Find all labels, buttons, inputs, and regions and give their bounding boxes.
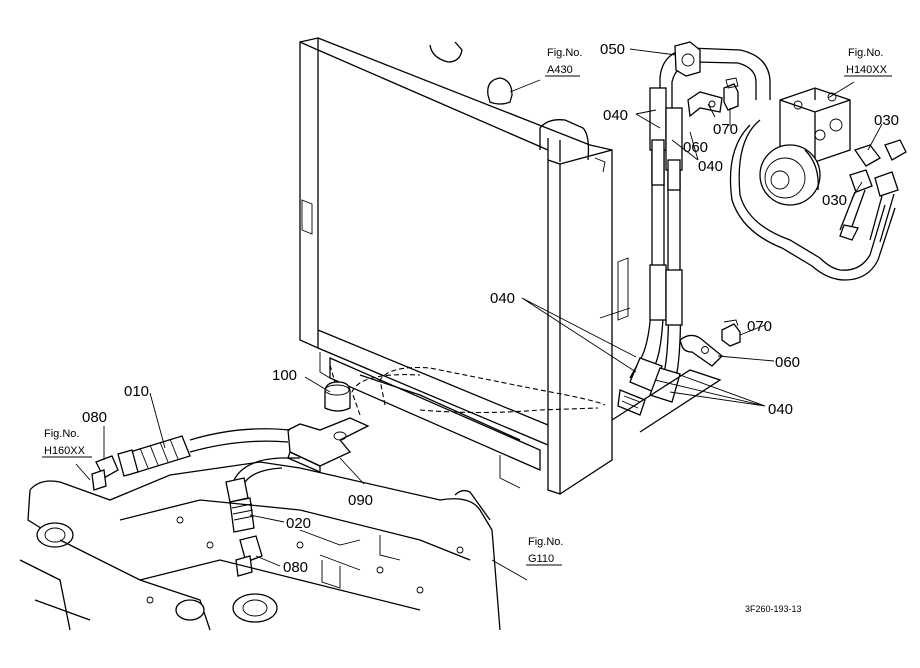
hidden-hose-routes [329,364,606,416]
fig-ref-a430-code: A430 [547,64,573,76]
callout-labels: 050 040 070 060 040 040 070 060 040 030 … [82,41,899,576]
callout-060-lower: 060 [775,354,800,371]
transmission-case [19,461,501,631]
callout-100: 100 [272,367,297,384]
fig-ref-h140-code: H140XX [846,64,888,76]
callout-040-upper-right: 040 [698,158,723,175]
fig-ref-h160-label: Fig.No. [44,428,79,440]
fig-ref-a430-label: Fig.No. [547,47,582,59]
bracket-090 [287,381,370,473]
callout-070-upper: 070 [713,121,738,138]
callout-080-left: 080 [82,409,107,426]
callout-090: 090 [348,492,373,509]
hose-010 [91,428,291,491]
callout-040-lower: 040 [768,401,793,418]
hose-020 [225,457,300,577]
fig-ref-h160: Fig.No. H160XX [42,428,92,458]
callout-060-upper: 060 [683,139,708,156]
fig-ref-a430: Fig.No. A430 [545,47,582,77]
fig-ref-g110-code: G110 [528,553,554,565]
callout-010: 010 [124,383,149,400]
callout-030-top: 030 [874,112,899,129]
callout-030-bottom: 030 [822,192,847,209]
callout-040-upper-left: 040 [603,107,628,124]
fig-ref-g110: Fig.No. G110 [526,536,563,566]
fig-ref-g110-label: Fig.No. [528,536,563,548]
callout-070-lower: 070 [747,318,772,335]
leader-lines [75,48,883,581]
clamp-lower [679,319,741,367]
fig-ref-h140-label: Fig.No. [848,47,883,59]
hydraulic-hoses [611,41,771,433]
callout-020: 020 [286,515,311,532]
radiator [299,37,631,495]
fig-ref-h160-code: H160XX [44,445,86,457]
fig-ref-h140: Fig.No. H140XX [844,47,892,77]
hydraulic-pump [729,87,907,281]
callout-080-bottom: 080 [283,559,308,576]
callout-040-middle: 040 [490,290,515,307]
clamp-upper [687,77,739,118]
callout-050: 050 [600,41,625,58]
drawing-code: 3F260-193-13 [745,604,802,614]
